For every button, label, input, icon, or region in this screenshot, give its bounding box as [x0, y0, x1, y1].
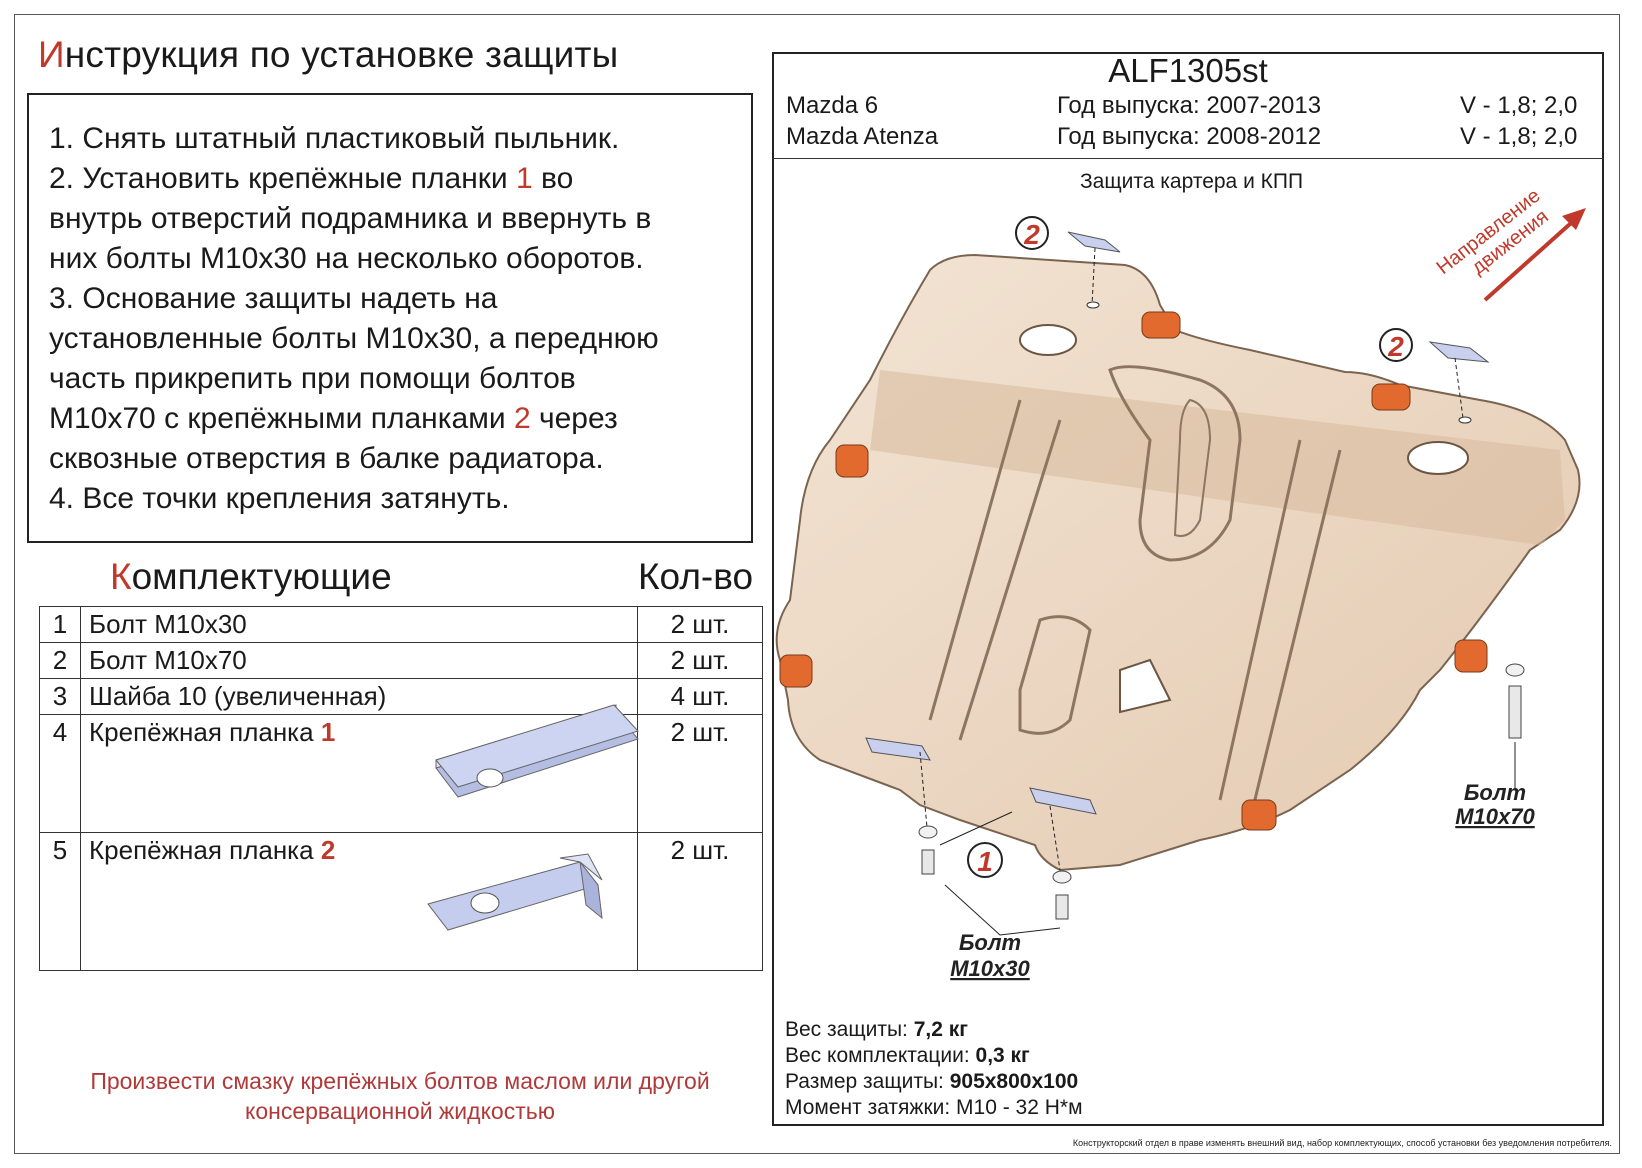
- spec-label: Момент затяжки:: [785, 1096, 957, 1119]
- spec-value: 0,3 кг: [975, 1044, 1030, 1067]
- part-name: Крепёжная планка: [89, 835, 321, 865]
- table-row: 5 Крепёжная планка 2 2 шт.: [39, 832, 763, 971]
- logo-pads: [779, 311, 1488, 831]
- note-line: консервационной жидкостью: [245, 1098, 555, 1124]
- part-qty: 4 шт.: [637, 678, 763, 715]
- plate-hole: [1019, 324, 1077, 356]
- parts-heading-text: омплектующие: [131, 556, 392, 597]
- title-text: нструкция по установке защиты: [64, 34, 619, 75]
- instruction-line: них болты М10х30 на несколько оборотов.: [49, 242, 644, 275]
- table-row: 4 Крепёжная планка 1 2 шт.: [39, 714, 763, 833]
- spec-size: Размер защиты: 905х800х100: [785, 1070, 1078, 1094]
- model-year: Год выпуска: 2008-2012: [1057, 123, 1322, 150]
- table-row: 1 Болт М10х30 2 шт.: [39, 606, 763, 643]
- long-bolt: [1505, 663, 1525, 790]
- engine-volume: V - 1,8; 2,0: [1460, 123, 1578, 150]
- part-number-ref: 1: [320, 717, 336, 747]
- spec-label: Размер защиты:: [785, 1070, 950, 1093]
- short-bolt-size: М10х30: [950, 956, 1030, 981]
- plate-hole: [1407, 441, 1469, 475]
- product-code: ALF1305st: [1108, 52, 1268, 89]
- plate-ridge: [1173, 398, 1212, 537]
- plate-rib: [928, 399, 1342, 821]
- part-qty: 2 шт.: [637, 832, 763, 971]
- product-subtitle: Защита картера и КПП: [1080, 170, 1304, 193]
- part-name: Крепёжная планка: [89, 717, 321, 747]
- spec-torque: Момент затяжки: М10 - 32 Н*м: [785, 1096, 1083, 1120]
- callout-2: 2: [1387, 331, 1404, 362]
- model-year: Год выпуска: 2007-2013: [1057, 92, 1322, 119]
- spec-weight: Вес защиты: 7,2 кг: [785, 1018, 968, 1042]
- instruction-line: установленные болты М10х30, а переднюю: [49, 322, 659, 355]
- part-name: Шайба 10 (увеличенная): [80, 678, 638, 715]
- long-bolt-size: М10х70: [1455, 804, 1535, 829]
- model-name: Mazda Atenza: [786, 123, 939, 150]
- page-title: Инструкция по установке защиты: [38, 34, 618, 76]
- model-name: Mazda 6: [786, 92, 879, 119]
- part-number-ref: 2: [320, 835, 336, 865]
- part-qty: 2 шт.: [637, 642, 763, 679]
- note-line: Произвести смазку крепёжных болтов масло…: [90, 1068, 710, 1094]
- parts-table: 1 Болт М10х30 2 шт. 2 Болт М10х70 2 шт. …: [39, 606, 763, 971]
- bracket-2-top: 2: [1015, 216, 1121, 309]
- table-row: 2 Болт М10х70 2 шт.: [39, 642, 763, 679]
- title-initial: И: [38, 34, 65, 75]
- short-bolts: [918, 825, 1072, 936]
- instruction-text: 2. Установить крепёжные планки: [49, 162, 517, 195]
- page-frame: [14, 14, 1620, 1154]
- part-qty: 2 шт.: [637, 606, 763, 643]
- instructions-box: 1. Снять штатный пластиковый пыльник. 2.…: [27, 93, 753, 543]
- instruction-line: внутрь отверстий подрамника и ввернуть в: [49, 202, 652, 235]
- instruction-line: 1. Снять штатный пластиковый пыльник.: [49, 122, 620, 155]
- plate-ridge: [1018, 615, 1092, 735]
- parts-heading: Комплектующие: [110, 556, 392, 598]
- instruction-line: 2. Установить крепёжные планки 1 во: [49, 159, 735, 199]
- instruction-line: сквозные отверстия в балке радиатора.: [49, 442, 604, 475]
- lubrication-note: Произвести смазку крепёжных болтов масло…: [40, 1066, 760, 1126]
- qty-heading: Кол-во: [638, 556, 754, 597]
- instruction-text: во: [532, 162, 574, 195]
- plate-ridge: [1108, 365, 1242, 562]
- product-box: [772, 52, 1604, 1126]
- direction-arrow: Направление движения: [1433, 185, 1586, 302]
- plate-vent: [1119, 658, 1172, 714]
- spec-value: 7,2 кг: [913, 1018, 969, 1041]
- engine-volume: V - 1,8; 2,0: [1460, 92, 1578, 119]
- part-number-ref: 2: [513, 402, 531, 435]
- spec-label: Вес комплектации:: [785, 1044, 976, 1067]
- callout-1: 1: [977, 846, 993, 877]
- parts-heading-initial: К: [110, 556, 132, 597]
- instruction-line: 4. Все точки крепления затянуть.: [49, 482, 510, 515]
- footer-disclaimer: Конструкторский отдел в праве изменять в…: [1072, 1138, 1612, 1148]
- spec-label: Вес защиты:: [785, 1018, 914, 1041]
- spec-value: 905х800х100: [949, 1070, 1079, 1093]
- row-number: 4: [39, 714, 81, 833]
- instruction-line: часть прикрепить при помощи болтов: [49, 362, 576, 395]
- short-bolt-label: Болт: [959, 930, 1021, 955]
- row-number: 3: [39, 678, 81, 715]
- long-bolt-label: Болт: [1464, 780, 1526, 805]
- bracket-2-right: 2: [1379, 328, 1490, 424]
- instruction-line: М10х70 с крепёжными планками 2 через: [49, 399, 735, 439]
- table-row: 3 Шайба 10 (увеличенная) 4 шт.: [39, 678, 763, 715]
- spec-value: М10 - 32 Н*м: [956, 1096, 1083, 1119]
- callout-2: 2: [1023, 219, 1040, 250]
- header-divider: [772, 158, 1604, 159]
- instruction-text: через: [530, 402, 618, 435]
- spec-kit-weight: Вес комплектации: 0,3 кг: [785, 1044, 1030, 1068]
- part-name: Болт М10х30: [80, 606, 638, 643]
- bracket-1-bottom: 1: [865, 737, 1097, 878]
- plate-band: [870, 370, 1565, 545]
- part-name: Болт М10х70: [80, 642, 638, 679]
- instruction-line: 3. Основание защиты надеть на: [49, 282, 498, 315]
- part-number-ref: 1: [516, 162, 533, 195]
- instruction-text: М10х70 с крепёжными планками: [49, 402, 514, 435]
